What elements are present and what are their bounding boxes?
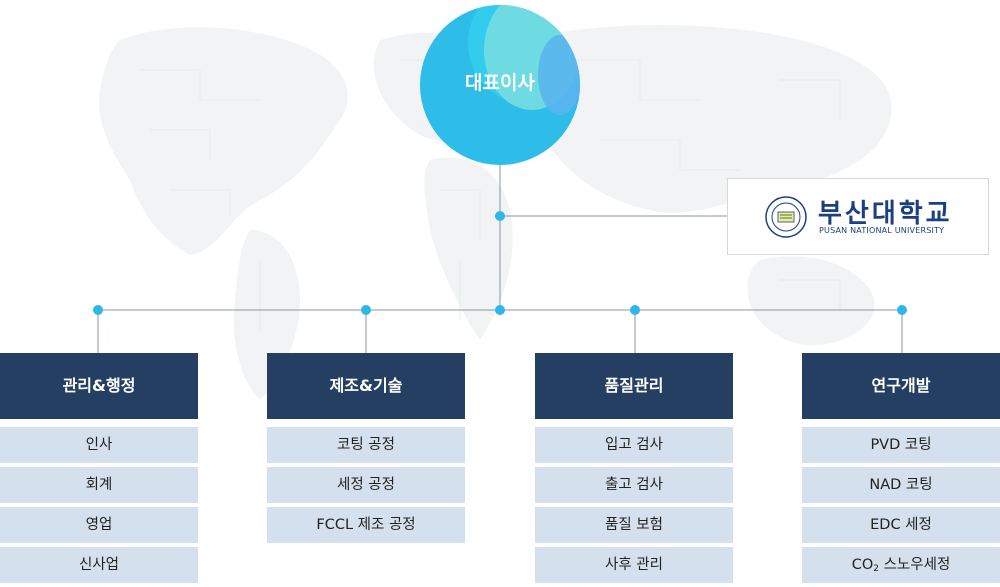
dept-item: 회계	[0, 467, 198, 503]
dept-item: FCCL 제조 공정	[267, 507, 465, 543]
dept-item: 품질 보험	[535, 507, 733, 543]
co2-suffix: 스노우세정	[878, 557, 951, 573]
dept-item: 출고 검사	[535, 467, 733, 503]
dept-item: 세정 공정	[267, 467, 465, 503]
dept-title: 제조&기술	[267, 353, 465, 419]
ceo-label: 대표이사	[465, 72, 535, 94]
dept-item: 입고 검사	[535, 427, 733, 463]
connector-dot-partner	[495, 211, 505, 221]
connector-dot-dept-2	[361, 305, 371, 315]
dept-item: 영업	[0, 507, 198, 543]
partner-box: 부산대학교 PUSAN NATIONAL UNIVERSITY	[727, 178, 989, 255]
dept-item: 인사	[0, 427, 198, 463]
dept-quality: 품질관리 입고 검사 출고 검사 품질 보험 사후 관리	[535, 353, 733, 587]
dept-manufacturing: 제조&기술 코팅 공정 세정 공정 FCCL 제조 공정	[267, 353, 465, 547]
university-seal-icon	[765, 196, 807, 238]
dept-title: 연구개발	[802, 353, 1000, 419]
connector-dot-dept-3	[630, 305, 640, 315]
co2-prefix: CO	[851, 557, 874, 573]
dept-item: 사후 관리	[535, 547, 733, 583]
dept-rnd: 연구개발 PVD 코팅 NAD 코팅 EDC 세정 CO2 스노우세정	[802, 353, 1000, 587]
dept-item-co2: CO2 스노우세정	[802, 547, 1000, 583]
connector-dot-dept-4	[897, 305, 907, 315]
connector-dot-center	[495, 305, 505, 315]
dept-item: 신사업	[0, 547, 198, 583]
dept-title: 관리&행정	[0, 353, 198, 419]
dept-title: 품질관리	[535, 353, 733, 419]
co2-subscript: 2	[873, 564, 879, 574]
ceo-circle	[420, 5, 580, 165]
dept-admin: 관리&행정 인사 회계 영업 신사업	[0, 353, 198, 587]
partner-name-en: PUSAN NATIONAL UNIVERSITY	[819, 226, 945, 235]
partner-name: 부산대학교	[818, 199, 953, 229]
dept-item: NAD 코팅	[802, 467, 1000, 503]
dept-item: EDC 세정	[802, 507, 1000, 543]
connector-dot-dept-1	[93, 305, 103, 315]
dept-item: PVD 코팅	[802, 427, 1000, 463]
dept-item: 코팅 공정	[267, 427, 465, 463]
